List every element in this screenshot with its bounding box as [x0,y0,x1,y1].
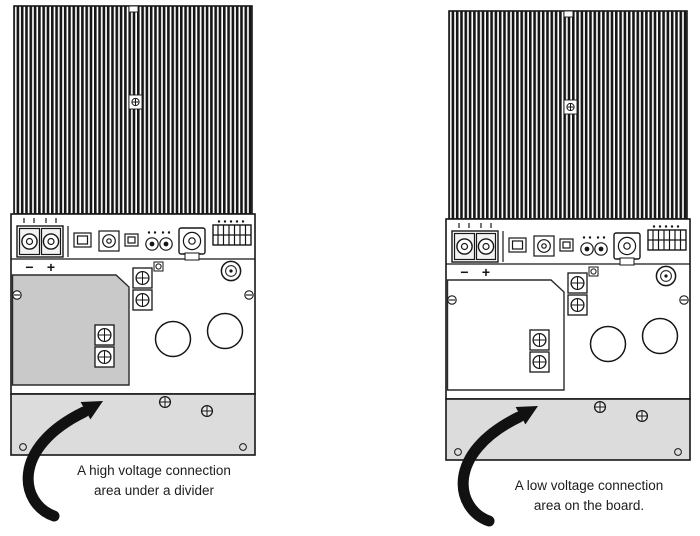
pin-terminal-block [647,225,687,251]
plus-label: + [47,259,55,275]
minus-label: − [25,259,33,275]
pin-terminal-block [212,220,252,246]
callout-arrow [22,401,103,522]
low-voltage-panel: − + [443,0,695,536]
center-screw-icon [563,99,578,115]
heatsink [448,10,688,220]
small-screw [588,266,599,277]
wiring-area [446,265,689,391]
cover-screw-1 [593,400,607,414]
bottom-cover-details [454,400,682,456]
heatsink [13,5,253,215]
caption-line-2: area under a divider [93,483,215,499]
knockout-hole-1 [589,325,627,363]
caption-line-1: A low voltage connection [514,478,664,493]
device-diagram-left: − + [8,4,258,534]
caption-high-voltage: A high voltage connection area under a d… [48,461,260,502]
rotary-switch-b [178,227,206,261]
dc-input-terminals [16,218,64,258]
cover-screw-1 [158,395,172,409]
cover-hole-right [674,448,682,456]
inverter-rear-diagram: − + [10,5,256,522]
rotary-switch-b [613,232,641,266]
heatsink-fins [448,10,688,220]
center-screw-icon [128,94,143,110]
wiring-area [11,260,254,386]
side-mount-screws [447,295,689,305]
bottom-cover [445,398,691,461]
battery-terminals [529,329,550,373]
cover-hole-left [19,443,27,451]
minus-label: − [460,264,468,280]
knockout-hole-1 [154,320,192,358]
caption-line-2: area on the board. [533,498,645,514]
rotary-switch-a [98,230,120,252]
cable-gland [220,260,242,282]
battery-terminals [94,324,115,368]
dc-input-terminals [451,223,499,263]
cover-hole-right [239,443,247,451]
high-voltage-panel: − + [8,0,260,536]
heatsink-fins [13,5,253,215]
small-screw [153,261,164,272]
cover-screw-2 [200,404,214,418]
bottom-cover [10,393,256,456]
side-mount-screws [12,290,254,300]
antenna-jacks [145,231,173,251]
cover-screw-2 [635,409,649,423]
plus-label: + [482,264,490,280]
io-panel: − + [446,223,690,280]
output-terminals [132,267,153,311]
io-panel: − + [11,218,255,275]
antenna-jacks [580,236,608,256]
comm-port-b [124,233,139,247]
inverter-rear-diagram: − + [445,10,691,527]
polarity-labels: − + [25,259,55,275]
caption-low-voltage: A low voltage connection area on the boa… [483,476,695,517]
callout-arrow [457,406,538,527]
knockout-hole-2 [641,317,679,355]
comm-port-a [73,232,92,248]
top-notch [128,5,139,13]
cable-gland [655,265,677,287]
output-terminals [567,272,588,316]
bottom-cover-details [19,395,247,451]
comm-port-b [559,238,574,252]
device-diagram-right: − + [443,9,693,536]
cover-hole-left [454,448,462,456]
top-notch [563,10,574,18]
comm-port-a [508,237,527,253]
caption-line-1: A high voltage connection [77,463,231,478]
knockout-hole-2 [206,312,244,350]
rotary-switch-a [533,235,555,257]
polarity-labels: − + [460,264,490,280]
